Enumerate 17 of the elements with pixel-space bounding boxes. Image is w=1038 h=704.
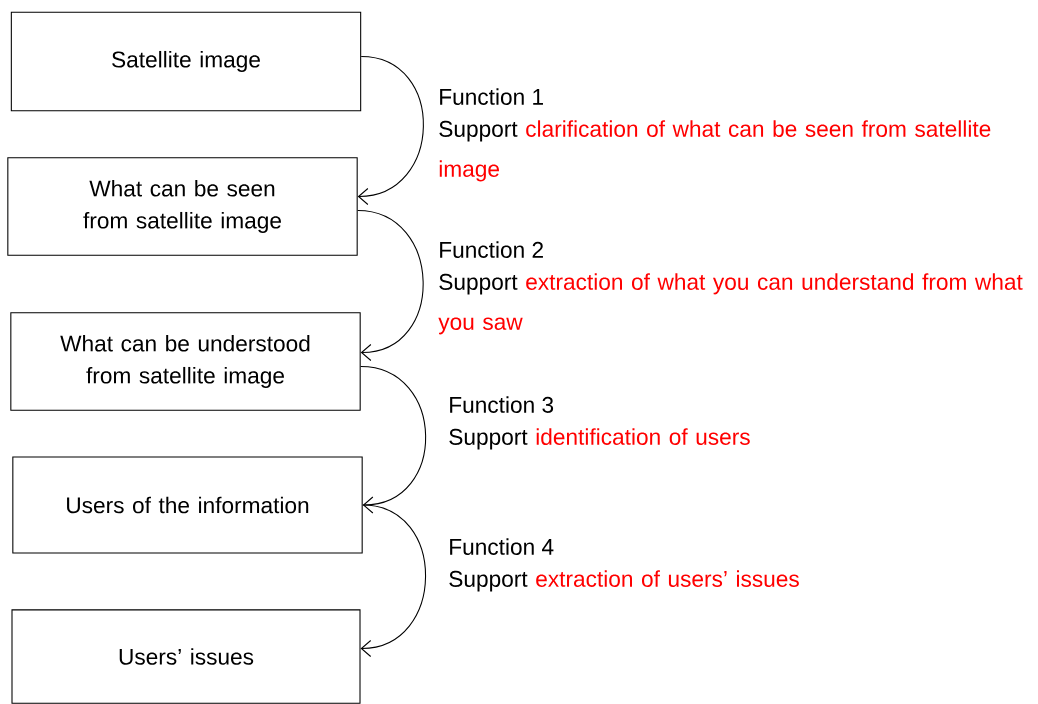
function-description: Support extraction of users’ issues xyxy=(449,570,799,592)
function-title: Function 4 xyxy=(450,538,554,555)
process-box: What can be understood from satellite image xyxy=(10,312,361,411)
function-title: Function 3 xyxy=(450,396,554,413)
function-title: Function 2 xyxy=(440,241,543,258)
function-title: Function 1 xyxy=(440,88,543,105)
curved-arrow xyxy=(357,209,424,362)
function-description: Support identification of users xyxy=(449,428,750,450)
process-box: Users’ issues xyxy=(11,609,361,704)
process-box: What can be seen from satellite image xyxy=(7,157,358,256)
function-description: Support extraction of what you can understand from what you saw xyxy=(438,273,1023,335)
process-box: Satellite image xyxy=(10,11,362,112)
curved-arrow xyxy=(360,504,427,658)
function-description: Support clarification of what can be seen from satellite image xyxy=(439,120,991,182)
curved-arrow xyxy=(360,365,427,514)
process-box: Users of the information xyxy=(12,456,363,554)
curved-arrow xyxy=(357,55,424,206)
